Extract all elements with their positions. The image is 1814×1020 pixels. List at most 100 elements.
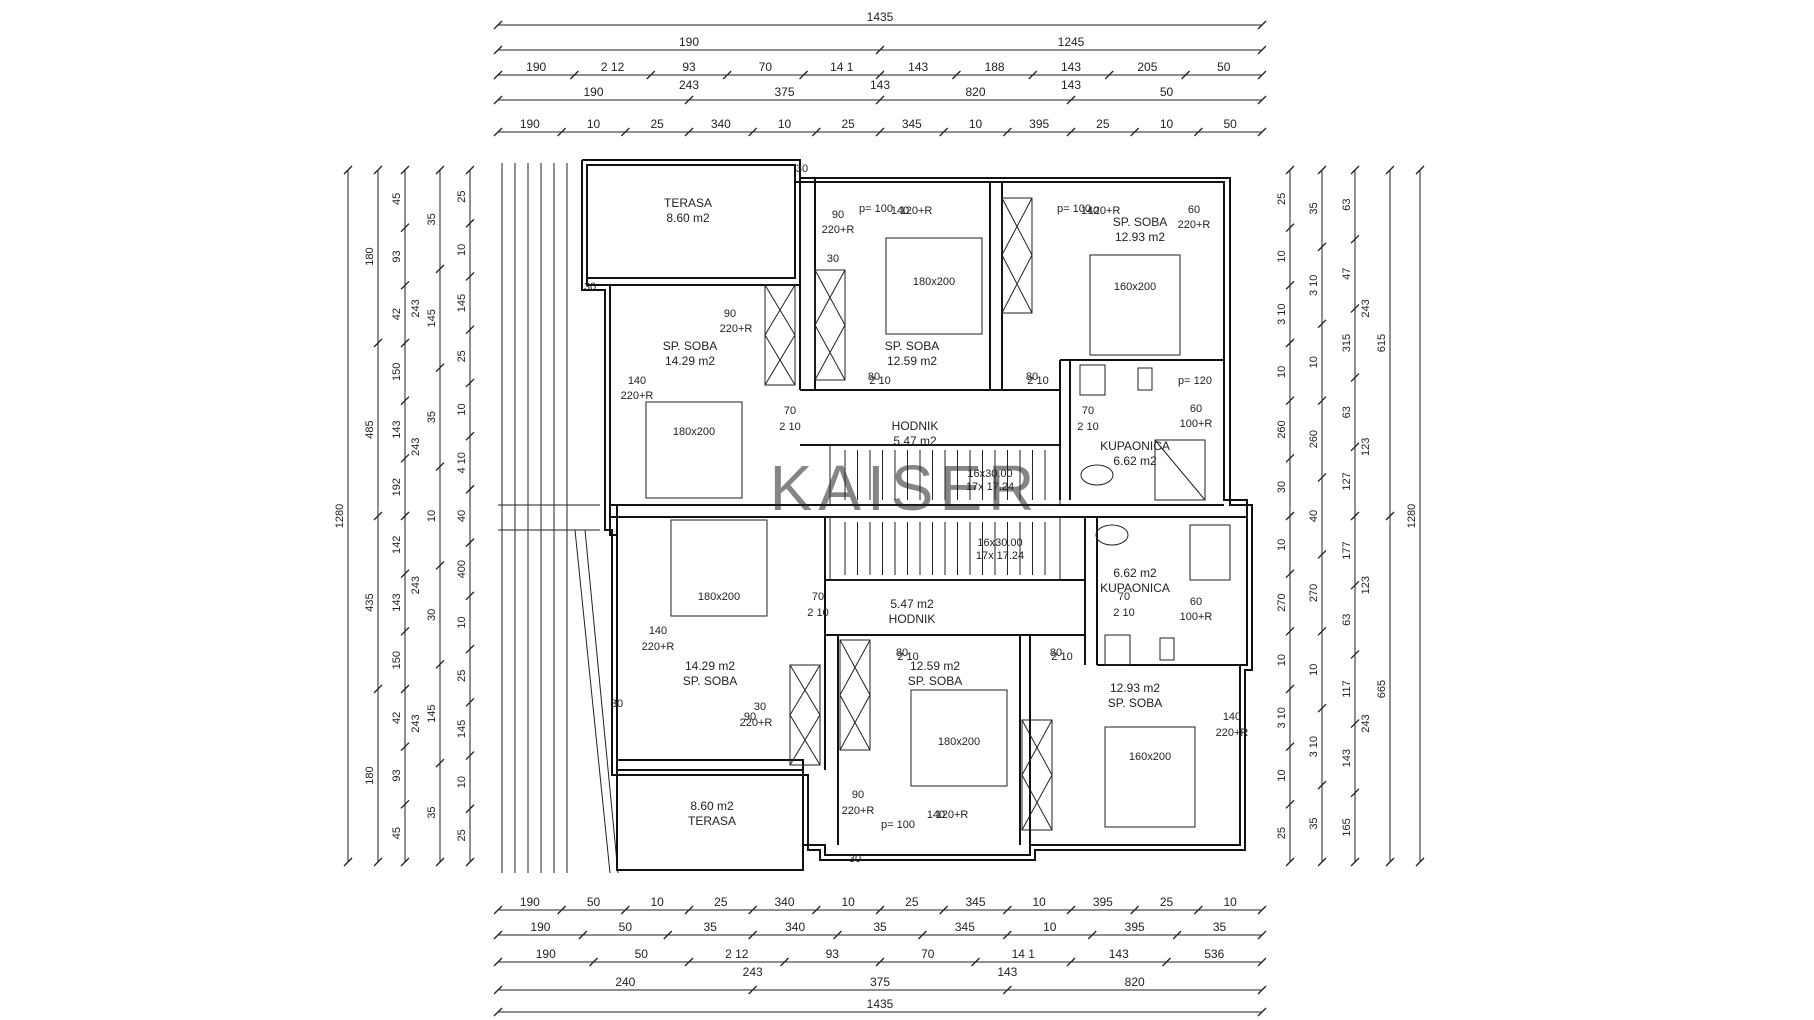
dimension-label: 10 [778, 117, 792, 131]
dimension-tick [1257, 905, 1267, 915]
dimension-label: 40 [1308, 510, 1320, 522]
room-area: 8.60 m2 [666, 211, 710, 225]
dimension-label: 10 [1276, 250, 1288, 262]
dimension-tick [1181, 70, 1191, 80]
dimension-tick [1130, 127, 1140, 137]
dimension-tick [1257, 45, 1267, 55]
dimension-label: 10 [1276, 769, 1288, 781]
opening-label: p= 100 [859, 203, 893, 215]
dimension-tick [578, 930, 588, 940]
opening-label: 60 [1188, 204, 1200, 216]
dimension-tick [646, 70, 656, 80]
dimension-label: 63 [1341, 406, 1353, 418]
opening-label: 120+R [900, 205, 933, 217]
deck-lines [498, 163, 619, 874]
dimension-tick [1002, 905, 1012, 915]
opening-label: 140 [1223, 711, 1241, 723]
dimension-tick [465, 538, 475, 548]
dimension-label: 70 [759, 60, 773, 74]
dimension-tick [1285, 511, 1295, 521]
room-name: KUPAONICA [1100, 439, 1170, 453]
dimension-tick [493, 985, 503, 995]
dimension-label: 93 [391, 250, 403, 262]
opening-label: 60 [1190, 403, 1202, 415]
dimension-sublabel: 143 [1061, 78, 1081, 92]
dimension-sublabel: 143 [870, 78, 890, 92]
dimension-label: 35 [704, 920, 718, 934]
dimension-label: 192 [391, 478, 403, 496]
room-area: 12.59 m2 [887, 354, 937, 368]
dimension-label: 25 [1160, 895, 1174, 909]
dimension-tick [1285, 684, 1295, 694]
dimension-tick [373, 684, 383, 694]
dimension-tick [465, 644, 475, 654]
dimension-sublabel: 243 [410, 299, 422, 317]
dimension-label: 30 [1276, 481, 1288, 493]
dimension-label: 3 10 [1276, 303, 1288, 324]
dimension-tick [1350, 234, 1360, 244]
dimension-label: 10 [1276, 539, 1288, 551]
dimension-tick [1285, 453, 1295, 463]
dimension-label: 143 [391, 593, 403, 611]
dimension-label: 25 [1096, 117, 1110, 131]
dimension-label: 188 [985, 60, 1005, 74]
opening-label: 220+R [642, 641, 675, 653]
room-name: SP. SOBA [1113, 215, 1167, 229]
opening-label: 70 [812, 591, 824, 603]
room-name: TERASA [688, 814, 736, 828]
dimension-label: 25 [905, 895, 919, 909]
dimension-label: 190 [520, 117, 540, 131]
opening-label: 70 [1082, 405, 1094, 417]
dimension-label: 50 [635, 947, 649, 961]
dimension-tick [400, 223, 410, 233]
dimensions-left: 1280180485435180459342150143192142143150… [334, 165, 475, 867]
dimension-tick [400, 511, 410, 521]
dimension-tick [435, 659, 445, 669]
dimension-label: 10 [841, 895, 855, 909]
dimension-label: 25 [456, 350, 468, 362]
dimension-label: 3 10 [1276, 707, 1288, 728]
dimension-label: 10 [1276, 654, 1288, 666]
dimension-tick [811, 905, 821, 915]
dimension-tick [1350, 303, 1360, 313]
dimension-tick [400, 684, 410, 694]
dimension-tick [875, 70, 885, 80]
dimension-label: 10 [456, 776, 468, 788]
opening-label: 2 10 [1027, 375, 1048, 387]
dimension-tick [971, 957, 980, 967]
dimension-tick [1317, 549, 1327, 559]
dimension-label: 63 [1341, 614, 1353, 626]
dimension-tick [684, 127, 694, 137]
opening-label: 80 [1050, 647, 1062, 659]
dimension-label: 10 [1160, 117, 1174, 131]
opening-label: 140 [891, 205, 909, 217]
opening-label: 80 [896, 647, 908, 659]
dimension-tick [493, 957, 503, 967]
dimension-label: 127 [1341, 472, 1353, 490]
dimension-tick [400, 569, 410, 579]
dimension-tick [1350, 511, 1360, 521]
room-area: 14.29 m2 [685, 659, 735, 673]
dimension-label: 50 [1217, 60, 1231, 74]
dimension-tick [1104, 70, 1114, 80]
opening-label: 30 [584, 281, 596, 293]
dimension-tick [373, 511, 383, 521]
dimension-label: 375 [774, 85, 794, 99]
dimension-label: 145 [426, 705, 438, 723]
dimension-label: 190 [526, 60, 546, 74]
opening-label: 100+R [1180, 418, 1213, 430]
dimension-tick [684, 95, 694, 105]
opening-label: 100+R [1180, 611, 1213, 623]
dimension-tick [400, 165, 410, 175]
dimension-label: 536 [1204, 947, 1224, 961]
opening-label: 90 [832, 209, 844, 221]
dimension-label: 190 [536, 947, 556, 961]
dimension-tick [1257, 957, 1267, 967]
stair-spec: 16x30.00 [977, 537, 1022, 549]
dimension-tick [1257, 930, 1267, 940]
dimension-label: 345 [955, 920, 975, 934]
dimension-sublabel: 243 [679, 78, 699, 92]
dimension-label: 45 [391, 827, 403, 839]
